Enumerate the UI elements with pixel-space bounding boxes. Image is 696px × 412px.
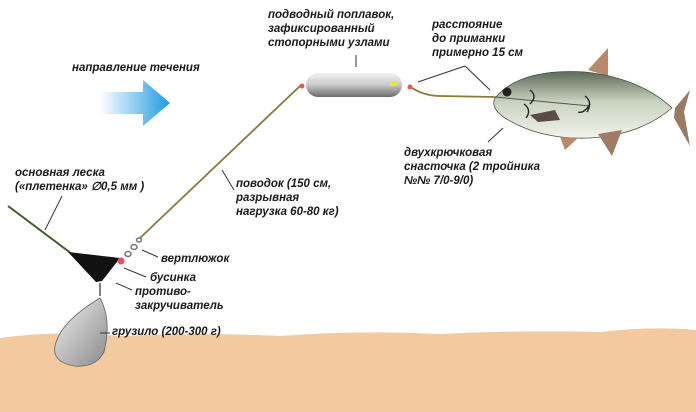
label-line: снасточка (2 тройника: [404, 161, 540, 173]
bead-label: бусинка: [150, 272, 196, 284]
sinker-label: грузило (200-300 г): [112, 326, 221, 338]
main-line-label: основная леска («плетенка» ∅0,5 мм ): [15, 166, 144, 194]
main-line: [7, 205, 73, 255]
label-line: поводок (150 см,: [236, 178, 332, 190]
label-line: стопорными узлами: [268, 37, 390, 49]
label-line: нагрузка 60-80 кг): [236, 206, 339, 218]
label-line: разрывная: [236, 192, 300, 204]
label-line: закручиватель: [135, 300, 224, 312]
distance-label: расстояние до приманки примерно 15 см: [432, 18, 523, 60]
label-line: до приманки: [432, 33, 506, 45]
swivel-label: вертлюжок: [161, 253, 230, 265]
float-label: подводный поплавок, зафиксированный стоп…: [268, 8, 394, 50]
current-direction-label: направление течения: [72, 62, 200, 74]
sinker: [54, 297, 108, 367]
anti-twist-label: противо- закручиватель: [135, 285, 224, 313]
hooks-label: двухкрючковая снасточка (2 тройника №№ 7…: [404, 146, 540, 188]
label-line: примерно 15 см: [432, 47, 524, 59]
bead: [117, 257, 125, 265]
label-line: №№ 7/0-9/0): [404, 175, 474, 187]
label-line: подводный поплавок,: [268, 9, 395, 21]
bait-fish: [493, 48, 690, 156]
label-line: расстояние: [432, 19, 503, 31]
current-direction-arrow-icon: [100, 80, 170, 126]
river-bottom-sand: [0, 328, 696, 412]
label-line: двухкрючковая: [404, 147, 493, 159]
label-line: основная леска: [15, 167, 105, 179]
label-line: противо-: [135, 286, 191, 298]
leader-label: поводок (150 см, разрывная нагрузка 60-8…: [236, 177, 339, 219]
label-line: («плетенка» ∅0,5 мм ): [15, 181, 145, 193]
swivel: [124, 237, 143, 258]
label-line: зафиксированный: [268, 23, 375, 35]
leader-line: [139, 85, 301, 239]
underwater-float: [306, 73, 402, 97]
anti-twist-boom: [68, 252, 120, 282]
